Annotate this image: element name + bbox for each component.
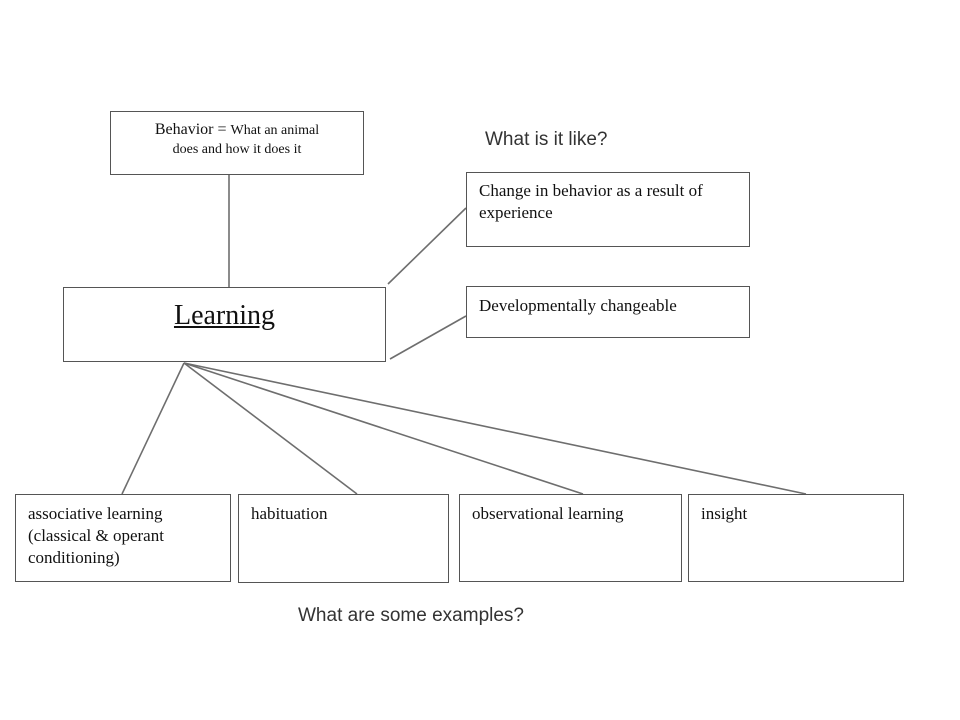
example-observational-box: observational learning <box>459 494 682 582</box>
connector-learning-habituation <box>183 362 358 495</box>
example-insight-box: insight <box>688 494 904 582</box>
connector-learning-observational <box>183 362 584 495</box>
behavior-term: Behavior = <box>154 121 231 138</box>
connector-learning-insight <box>183 362 807 495</box>
example-habituation-box: habituation <box>238 494 449 583</box>
example-associative-box: associative learning (classical & operan… <box>15 494 231 582</box>
behavior-definition-line1: Behavior = What an animal <box>111 120 363 141</box>
behavior-definition-part1: What an animal <box>230 123 320 138</box>
connector-learning-associative <box>121 362 185 495</box>
example-associative-text: associative learning (classical & operan… <box>28 504 164 568</box>
connector-learning-develop <box>389 315 467 360</box>
example-habituation-text: habituation <box>251 504 328 523</box>
learning-central-box: Learning <box>63 287 386 362</box>
example-observational-text: observational learning <box>472 504 624 523</box>
what-is-it-like-label: What is it like? <box>485 129 608 150</box>
characteristic-change-box: Change in behavior as a result of experi… <box>466 172 750 247</box>
characteristic-developmental-box: Developmentally changeable <box>466 286 750 338</box>
behavior-definition-box: Behavior = What an animal does and how i… <box>110 111 364 175</box>
example-insight-text: insight <box>701 504 748 523</box>
behavior-definition-part2: does and how it does it <box>172 141 302 157</box>
characteristic-change-text: Change in behavior as a result of experi… <box>479 181 703 223</box>
learning-title: Learning <box>173 300 276 331</box>
what-are-some-examples-label: What are some examples? <box>298 605 524 626</box>
connector-learning-change <box>387 207 467 285</box>
characteristic-developmental-text: Developmentally changeable <box>479 296 677 315</box>
